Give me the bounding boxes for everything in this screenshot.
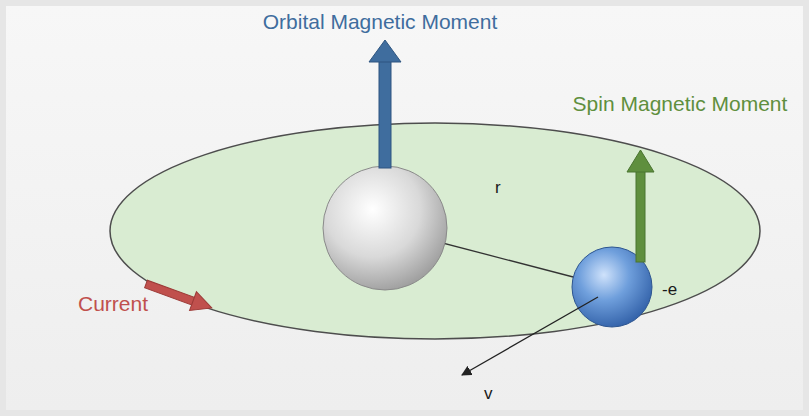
arrow-head xyxy=(627,150,654,172)
orbital-moment-arrow xyxy=(369,40,401,168)
current-arrow xyxy=(143,275,216,318)
moment-label: Spin Magnetic Moment xyxy=(573,92,788,116)
arrow-shaft xyxy=(636,170,645,262)
moment-label: Orbital Magnetic Moment xyxy=(263,10,498,34)
arrow-head xyxy=(369,40,401,62)
velocity-arrow xyxy=(462,297,598,375)
radius-label: r xyxy=(495,178,501,198)
current-label: Current xyxy=(78,292,148,316)
arrow-head xyxy=(190,292,216,318)
orbit-ellipse xyxy=(110,123,760,339)
charge-label: -e xyxy=(662,280,677,300)
arrow-shaft xyxy=(379,60,391,168)
slide-panel xyxy=(6,6,803,410)
velocity-label: v xyxy=(484,384,493,404)
nucleus-sphere xyxy=(323,166,447,290)
spin-moment-arrow xyxy=(627,150,654,262)
arrow-shaft xyxy=(145,280,197,305)
